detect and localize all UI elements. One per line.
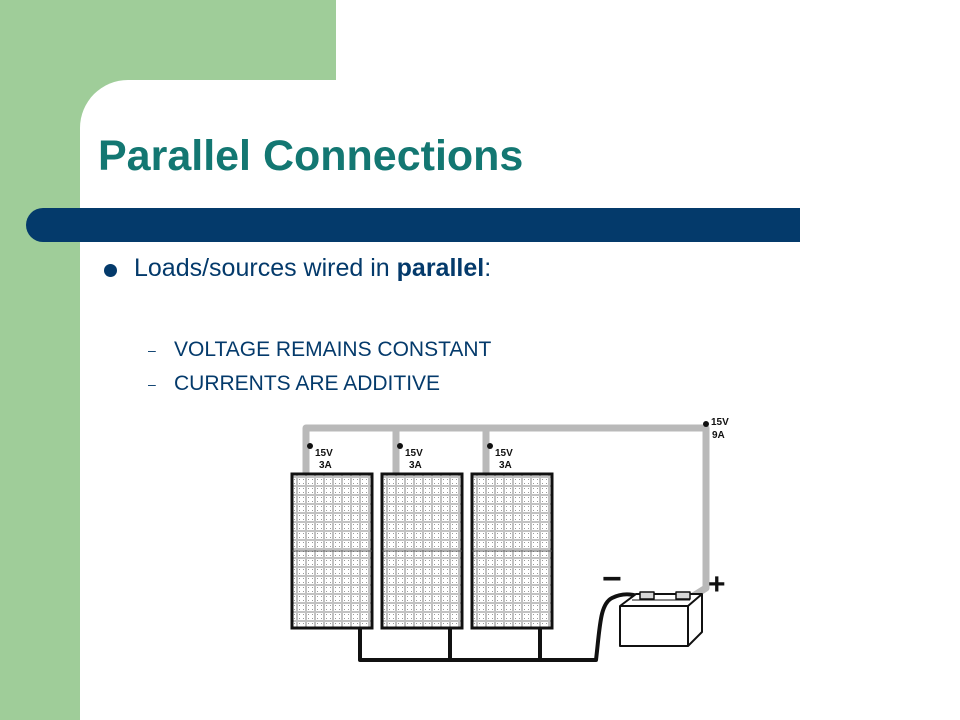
- solar-panel-2: [380, 472, 464, 630]
- probe-dot-2: [397, 443, 403, 449]
- bullet-prefix: Loads/sources wired in: [134, 254, 397, 282]
- bullet-suffix: :: [484, 254, 492, 282]
- sub-dash: –: [148, 376, 156, 393]
- bullet-emphasis: parallel: [396, 254, 485, 282]
- panel-1-voltage: 15V: [315, 448, 333, 459]
- probe-dot-3: [487, 443, 493, 449]
- sub-dash: –: [148, 342, 156, 359]
- battery-minus-sign: −: [602, 560, 622, 598]
- battery-icon: [619, 591, 703, 647]
- bullet-dot-icon: [104, 264, 117, 277]
- battery-plus-sign: +: [708, 568, 726, 601]
- subpoint-voltage: – VOLTAGE REMAINS CONSTANT: [148, 338, 491, 362]
- subpoint-current: – CURRENTS ARE ADDITIVE: [148, 372, 440, 396]
- solar-panel-1: [290, 472, 374, 630]
- panel-1-current: 3A: [319, 460, 332, 471]
- probe-dot-total: [703, 421, 709, 427]
- probe-dot-1: [307, 443, 313, 449]
- solar-panel-3: [470, 472, 554, 630]
- panel-3-voltage: 15V: [495, 448, 513, 459]
- slide-title: Parallel Connections: [98, 132, 524, 180]
- subpoint-text: CURRENTS ARE ADDITIVE: [174, 372, 441, 395]
- title-underline-bar: [26, 208, 800, 242]
- panel-2-current: 3A: [409, 460, 422, 471]
- panel-3-current: 3A: [499, 460, 512, 471]
- sidebar-left-green: [0, 0, 80, 720]
- total-voltage: 15V: [711, 417, 729, 428]
- panel-2-voltage: 15V: [405, 448, 423, 459]
- subpoint-text: VOLTAGE REMAINS CONSTANT: [174, 338, 492, 361]
- positive-wire: [302, 424, 710, 602]
- bullet-text: Loads/sources wired in parallel:: [134, 254, 491, 283]
- total-current: 9A: [712, 430, 725, 441]
